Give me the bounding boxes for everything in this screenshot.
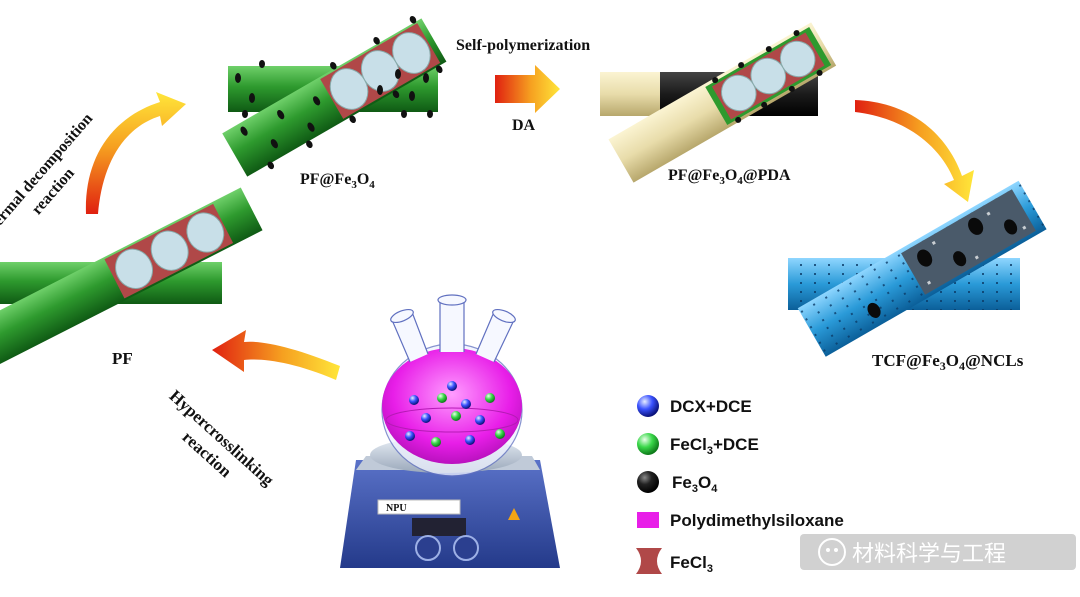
reaction-apparatus: NPU	[340, 294, 560, 568]
pore-sphere	[186, 212, 225, 253]
flask-center-neck	[439, 299, 465, 352]
pore-sphere	[779, 40, 816, 78]
legend-item-fe3o4: Fe3O4	[637, 471, 718, 495]
svg-text:FeCl3+DCE: FeCl3+DCE	[670, 435, 759, 457]
pf-diagonal-fiber	[0, 187, 263, 367]
self-polymerization-label: Self-polymerization	[456, 37, 590, 54]
pore-sphere	[150, 230, 189, 271]
da-arrow	[495, 65, 560, 113]
pf-fe3o4-fiber-group	[222, 15, 447, 177]
hotplate-brand: NPU	[386, 503, 407, 514]
hotplate-display	[412, 518, 466, 536]
fecl3-shape-icon	[636, 548, 662, 574]
pf-label: PF	[112, 349, 133, 368]
legend: DCX+DCE FeCl3+DCE Fe3O4 Polydimethylsilo…	[636, 395, 844, 575]
fe3o4-particles	[240, 15, 443, 170]
tcf-fiber-group	[788, 180, 1047, 357]
hotplate-label-plate	[377, 499, 461, 515]
pf-fe3o4-pda-fiber-group	[600, 22, 837, 183]
blue-sphere-icon	[637, 395, 659, 417]
pf-fe3o4-pda-label: PF@Fe3O4@PDA	[668, 167, 791, 187]
warning-triangle-icon	[508, 508, 520, 520]
tcf-label: TCF@Fe3O4@NCLs	[872, 351, 1024, 373]
magenta-square-icon	[637, 512, 659, 528]
flask-particles	[405, 381, 505, 447]
pore-sphere	[392, 32, 431, 74]
hypercrosslinking-step-label: Hypercrosslinking reaction	[166, 386, 278, 490]
thermal-arrow	[85, 92, 186, 214]
legend-item-dcx-dce: DCX+DCE	[637, 395, 752, 417]
pda-diagonal-fiber	[608, 22, 837, 183]
watermark: 材料科学与工程	[800, 534, 1076, 570]
hotplate-knob-right	[453, 535, 479, 561]
svg-text:FeCl3: FeCl3	[670, 553, 713, 575]
fe3o4-particles	[867, 217, 1018, 318]
legend-item-fecl3-dce: FeCl3+DCE	[637, 433, 759, 457]
wechat-icon	[818, 538, 846, 566]
svg-text:Fe3O4: Fe3O4	[672, 473, 718, 495]
carbonization-arrow	[855, 100, 974, 202]
green-sphere-icon	[637, 433, 659, 455]
legend-item-fecl3: FeCl3	[636, 548, 713, 575]
black-sphere-icon	[637, 471, 659, 493]
carbon-core	[901, 189, 1036, 295]
fe3o4-particles	[712, 30, 823, 123]
svg-text:Polydimethylsiloxane: Polydimethylsiloxane	[670, 511, 844, 530]
tcf-diagonal-fiber	[797, 180, 1047, 357]
pdms-bath	[382, 348, 522, 464]
svg-text:DCX+DCE: DCX+DCE	[670, 397, 752, 416]
da-label: DA	[512, 117, 536, 134]
pore-sphere	[115, 248, 153, 289]
svg-text:Thermal decomposition: Thermal decomposition	[0, 110, 96, 244]
pf-fiber-group	[0, 187, 263, 367]
legend-item-pdms: Polydimethylsiloxane	[637, 511, 844, 530]
pf-fe3o4-label: PF@Fe3O4	[300, 171, 375, 191]
pf-fe3o4-diagonal-fiber	[222, 15, 447, 177]
watermark-text: 材料科学与工程	[852, 542, 1006, 567]
hotplate-knob-left	[415, 535, 441, 561]
fe3o4-particles-horizontal	[235, 60, 433, 118]
hypercrosslinking-arrow	[212, 330, 340, 380]
